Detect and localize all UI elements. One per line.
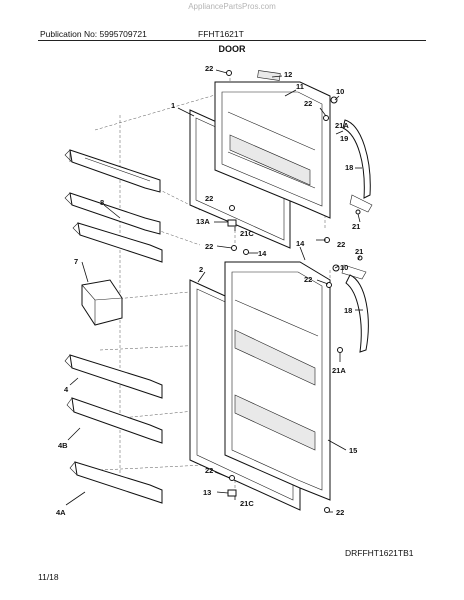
callout-21C: 21C <box>240 499 254 508</box>
section-title: DOOR <box>218 44 246 54</box>
callout-4: 4 <box>64 385 69 394</box>
callout-21A: 21A <box>335 121 349 130</box>
model-number: FFHT1621T <box>198 29 244 39</box>
screw-icon <box>226 70 232 76</box>
screw-icon <box>243 249 249 255</box>
dairy-container <box>81 279 123 326</box>
callout-22: 22 <box>205 194 213 203</box>
callout-7: 7 <box>74 257 78 266</box>
leader-lines <box>65 69 363 513</box>
callout-2: 2 <box>199 265 203 274</box>
callout-22: 22 <box>336 508 344 517</box>
screw-icon <box>326 282 332 288</box>
callout-1: 1 <box>171 101 175 110</box>
callout-18: 18 <box>344 306 352 315</box>
screw-icon <box>229 475 235 481</box>
callout-12: 12 <box>284 70 292 79</box>
callout-22: 22 <box>337 240 345 249</box>
callout-22: 22 <box>304 99 312 108</box>
callout-13A: 13A <box>196 217 210 226</box>
lower-door <box>224 261 331 501</box>
callout-11: 11 <box>296 82 304 91</box>
screw-icon <box>330 96 338 104</box>
callout-21A: 21A <box>332 366 346 375</box>
upper-handle <box>342 119 373 213</box>
lower-door-bin <box>66 397 163 444</box>
lower-handle <box>341 264 369 353</box>
callout-21C: 21C <box>240 229 254 238</box>
fasteners <box>226 70 363 513</box>
door-label-part <box>257 70 281 81</box>
callout-10: 10 <box>336 87 344 96</box>
callout-22: 22 <box>205 64 213 73</box>
screw-icon <box>332 264 340 272</box>
page-number: 11/18 <box>38 572 59 582</box>
callout-8: 8 <box>100 198 104 207</box>
callout-14: 14 <box>296 239 305 248</box>
header-rule <box>38 40 426 41</box>
callout-19: 19 <box>340 134 348 143</box>
screw-icon <box>324 507 330 513</box>
callout-22: 22 <box>304 275 312 284</box>
publication-number: Publication No: 5995709721 <box>40 29 147 39</box>
callout-21: 21 <box>355 247 363 256</box>
screw-icon <box>337 347 343 353</box>
screw-icon <box>355 209 361 215</box>
upper-door <box>214 81 331 219</box>
callout-22: 22 <box>205 242 213 251</box>
drawing-code: DRFFHT1621TB1 <box>345 548 414 558</box>
hinge-icon <box>227 489 237 497</box>
callout-labels: 22 12 1 11 22 10 21A 19 8 18 22 21 13A 2… <box>56 64 363 517</box>
hinge-icon <box>227 219 237 227</box>
callout-14: 14 <box>258 249 267 258</box>
callout-21: 21 <box>352 222 360 231</box>
lower-door-bin <box>69 461 163 504</box>
upper-door-bin <box>64 149 161 193</box>
screw-icon <box>231 245 237 251</box>
screw-icon <box>323 115 329 121</box>
screw-icon <box>357 255 363 261</box>
callout-18: 18 <box>345 163 353 172</box>
callout-10: 10 <box>340 263 348 272</box>
lower-door-bin <box>64 354 163 399</box>
watermark: AppliancePartsPros.com <box>188 2 276 11</box>
callout-13: 13 <box>203 488 211 497</box>
callout-22: 22 <box>205 466 213 475</box>
upper-door-bin <box>72 222 163 263</box>
callout-15: 15 <box>349 446 357 455</box>
callout-4B: 4B <box>58 441 68 450</box>
screw-icon <box>229 205 235 211</box>
callout-4A: 4A <box>56 508 66 517</box>
